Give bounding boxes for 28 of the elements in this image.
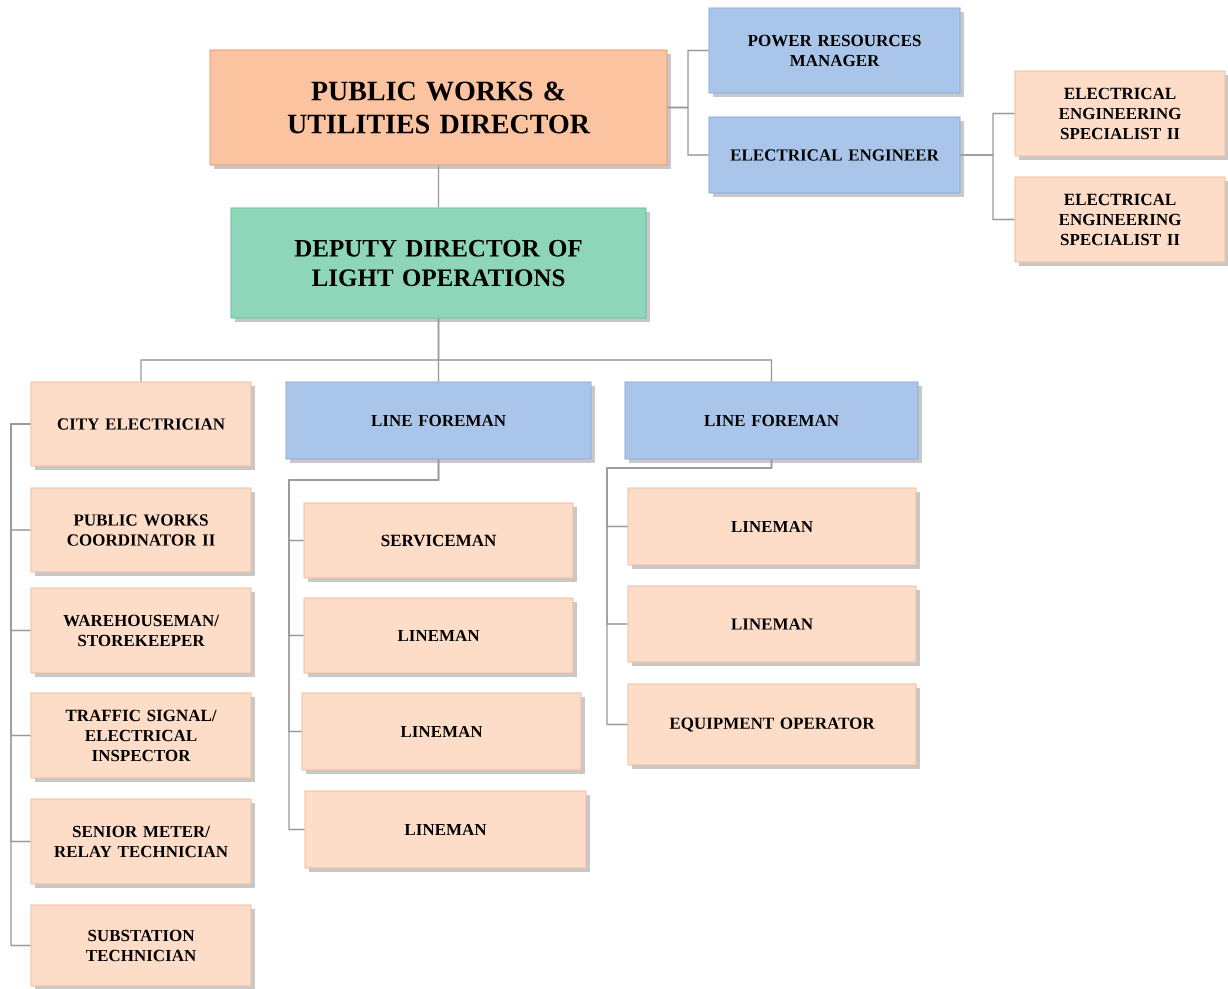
manager-box: LINE FOREMAN [624, 381, 922, 463]
connector-line [10, 423, 32, 947]
position-box: WAREHOUSEMAN/ STOREKEEPER [30, 587, 255, 677]
position-box: LINEMAN [304, 790, 590, 872]
manager-box: LINE FOREMAN [285, 381, 595, 463]
position-box: LINEMAN [301, 692, 585, 774]
manager-box: ELECTRICAL ENGINEER [708, 116, 964, 197]
position-box: SUBSTATION TECHNICIAN [30, 904, 255, 989]
manager-box: POWER RESOURCES MANAGER [708, 7, 964, 97]
connector-line [288, 458, 440, 831]
position-box: SENIOR METER/ RELAY TECHNICIAN [30, 798, 255, 888]
director-box: PUBLIC WORKS & UTILITIES DIRECTOR [209, 49, 671, 169]
connector-line [666, 106, 710, 156]
deputy-box: DEPUTY DIRECTOR OF LIGHT OPERATIONS [230, 207, 650, 322]
connector-line [437, 317, 773, 383]
position-box: LINEMAN [303, 597, 577, 677]
position-box: TRAFFIC SIGNAL/ ELECTRICAL INSPECTOR [30, 692, 255, 782]
position-box: LINEMAN [627, 585, 920, 666]
connector-line [959, 154, 1016, 221]
position-box: ELECTRICAL ENGINEERING SPECIALIST II [1014, 70, 1228, 160]
connector-line [437, 164, 440, 209]
position-box: PUBLIC WORKS COORDINATOR II [30, 487, 255, 576]
position-box: LINEMAN [627, 487, 920, 569]
position-box: CITY ELECTRICIAN [30, 381, 255, 470]
position-box: ELECTRICAL ENGINEERING SPECIALIST II [1014, 176, 1228, 266]
position-box: EQUIPMENT OPERATOR [627, 683, 920, 769]
position-box: SERVICEMAN [303, 502, 577, 582]
connector-line [606, 458, 773, 726]
